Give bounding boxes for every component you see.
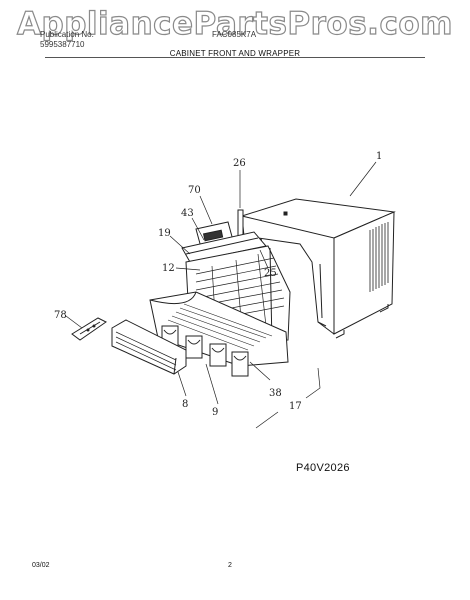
callout-12: 12	[162, 263, 175, 274]
bracket-part	[237, 209, 244, 239]
callout-1: 1	[376, 151, 382, 162]
callout-17: 17	[289, 401, 302, 412]
page-number: 2	[228, 562, 232, 569]
callout-38: 38	[269, 388, 282, 399]
cabinet-wrapper	[240, 198, 396, 339]
model-number: FAC085K7A	[212, 30, 257, 39]
callout-43: 43	[181, 208, 194, 219]
callout-labels: 1 26 70 43 19 12 25 78 38 17 8 9	[54, 151, 382, 418]
watermark-logo: AppliancePartsPros.com	[16, 5, 453, 42]
callout-19: 19	[158, 228, 171, 239]
section-title: CABINET FRONT AND WRAPPER	[169, 49, 301, 58]
publication-label: Publication No.	[40, 30, 94, 39]
callout-78: 78	[54, 310, 67, 321]
leader-lines	[65, 161, 377, 429]
callout-8: 8	[182, 399, 188, 410]
diagram-code: P40V2026	[296, 462, 350, 474]
callout-26: 26	[233, 158, 246, 169]
callout-9: 9	[212, 407, 218, 418]
publication-number: 5995387710	[40, 40, 85, 49]
remote-control	[71, 317, 107, 341]
footer-date: 03/02	[32, 562, 50, 569]
header-rule	[45, 57, 425, 58]
callout-25: 25	[264, 268, 277, 279]
callout-70: 70	[188, 185, 201, 196]
louver-assembly	[111, 319, 187, 375]
